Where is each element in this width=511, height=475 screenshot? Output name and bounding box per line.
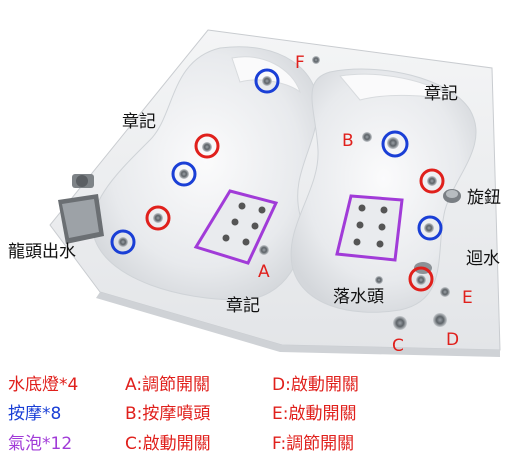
legend-c: C:啟動開關 bbox=[125, 434, 211, 454]
legend-d: D:啟動開關 bbox=[272, 375, 359, 395]
tub-front-edge bbox=[96, 292, 500, 357]
marker-d: D bbox=[446, 330, 460, 350]
marker-f: F bbox=[295, 53, 305, 73]
massage-markers bbox=[110, 68, 443, 255]
label-zhangji-right: 章記 bbox=[424, 84, 458, 104]
label-knob: 旋鈕 bbox=[467, 188, 501, 208]
legend-a: A:調節開關 bbox=[125, 375, 211, 395]
marker-a: A bbox=[258, 262, 270, 282]
jets bbox=[118, 56, 450, 330]
label-zhangji-left: 章記 bbox=[122, 112, 156, 132]
bubble-plate-left bbox=[193, 189, 279, 265]
marker-c: C bbox=[392, 336, 404, 356]
legend-bubble: 氣泡*12 bbox=[8, 434, 73, 454]
legend-b: B:按摩噴頭 bbox=[125, 404, 211, 424]
headrest-right bbox=[339, 73, 457, 101]
marker-e: E bbox=[462, 288, 473, 308]
legend-e: E:啟動開關 bbox=[272, 404, 357, 424]
control-knob bbox=[443, 189, 461, 203]
legend-water-light: 水底燈*4 bbox=[8, 375, 79, 395]
bubble-plate-right bbox=[335, 194, 404, 262]
marker-b: B bbox=[342, 131, 354, 151]
label-zhangji-bottom: 章記 bbox=[226, 296, 260, 316]
legend-f: F:調節開關 bbox=[272, 434, 355, 454]
legend-massage: 按摩*8 bbox=[8, 404, 62, 424]
label-faucet: 龍頭出水 bbox=[8, 242, 76, 262]
label-return: 迴水 bbox=[466, 249, 500, 269]
label-drain: 落水頭 bbox=[333, 287, 384, 307]
bathtub-drawing bbox=[49, 29, 501, 357]
water-light-markers bbox=[145, 133, 445, 292]
faucet-spout bbox=[58, 174, 104, 244]
bathtub-diagram bbox=[49, 29, 501, 357]
